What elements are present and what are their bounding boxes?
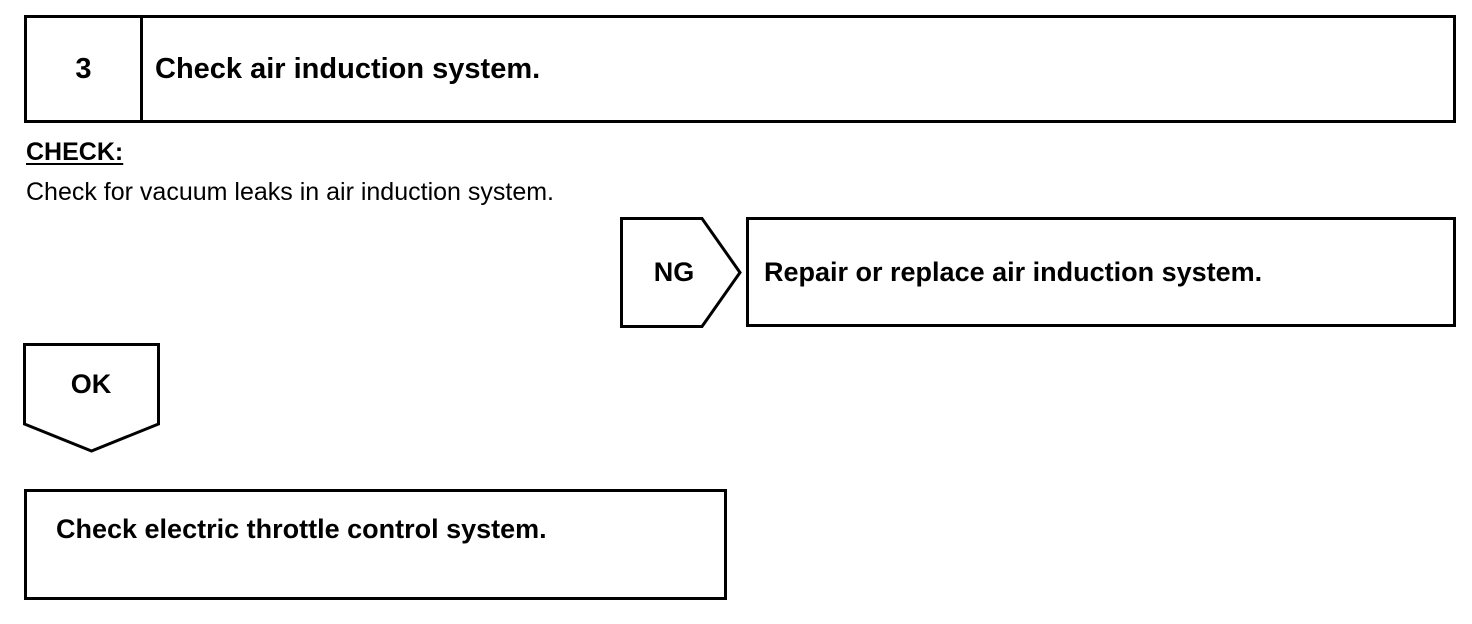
ng-label: NG	[653, 257, 695, 287]
step-header-box: 3 Check air induction system.	[24, 15, 1456, 123]
ok-label: OK	[70, 368, 112, 399]
check-instruction: Check for vacuum leaks in air induction …	[26, 178, 554, 206]
check-label: CHECK:	[26, 138, 124, 166]
ok-result-box: Check electric throttle control system.	[24, 489, 727, 600]
step-title: Check air induction system.	[155, 52, 541, 85]
ng-arrow-shape	[620, 217, 742, 328]
ng-result-box: Repair or replace air induction system.	[746, 217, 1456, 327]
step-number: 3	[27, 18, 143, 120]
ok-arrow-shape	[23, 343, 160, 453]
